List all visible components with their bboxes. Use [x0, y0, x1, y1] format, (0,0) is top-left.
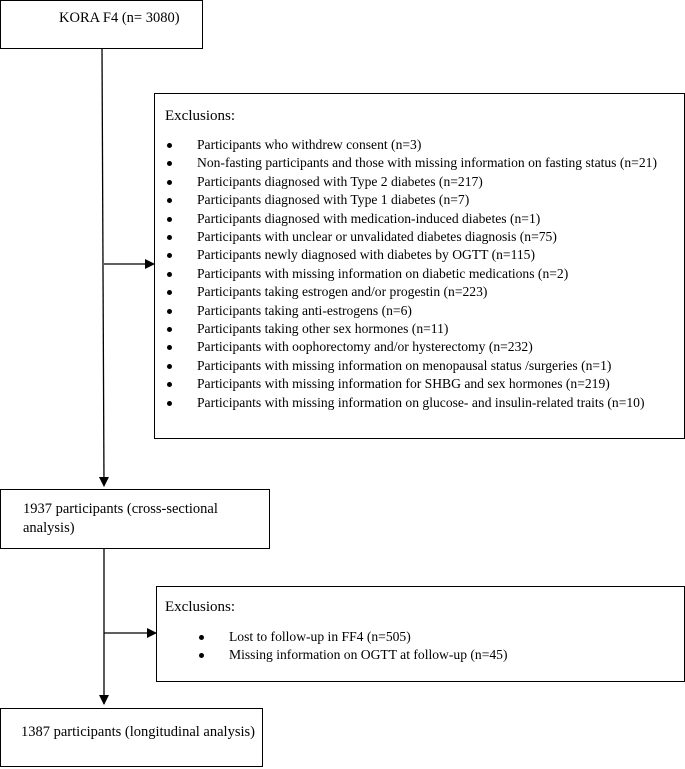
list-item: Participants taking estrogen and/or prog… — [167, 283, 657, 301]
bullet-icon — [167, 216, 172, 222]
bullet-icon — [167, 179, 172, 185]
start-label: KORA F4 (n= 3080) — [59, 10, 180, 26]
bullet-icon — [167, 143, 172, 148]
exclusions-1-title: Exclusions: — [165, 108, 235, 124]
list-item: Participants with missing information on… — [167, 357, 657, 375]
list-item: Participants diagnosed with Type 1 diabe… — [167, 191, 657, 209]
list-item: Participants diagnosed with Type 2 diabe… — [167, 173, 657, 191]
cross-sectional-box: 1937 participants (cross-sectional analy… — [0, 489, 270, 549]
bullet-icon — [167, 161, 172, 167]
list-item: Participants newly diagnosed with diabet… — [167, 246, 657, 264]
list-item: Participants diagnosed with medication-i… — [167, 210, 657, 228]
bullet-icon — [167, 308, 172, 314]
list-item: Participants with missing information on… — [167, 394, 657, 412]
bullet-icon — [167, 382, 172, 388]
list-item: Missing information on OGTT at follow-up… — [199, 646, 508, 664]
bullet-icon — [167, 271, 172, 277]
bullet-icon — [167, 345, 172, 351]
bullet-icon — [167, 253, 172, 259]
exclusions-1-list: Participants who withdrew consent (n=3) … — [167, 136, 657, 412]
list-item: Participants with missing information fo… — [167, 375, 657, 393]
list-item: Participants with unclear or unvalidated… — [167, 228, 657, 246]
bullet-icon — [167, 400, 172, 406]
exclusions-box-2: Exclusions: Lost to follow-up in FF4 (n=… — [156, 586, 685, 682]
bullet-icon — [167, 290, 172, 296]
list-item: Lost to follow-up in FF4 (n=505) — [199, 628, 508, 646]
bullet-icon — [167, 235, 172, 241]
start-box: KORA F4 (n= 3080) — [0, 0, 203, 49]
bullet-icon — [167, 198, 172, 204]
list-item: Participants taking other sex hormones (… — [167, 320, 657, 338]
exclusions-2-title: Exclusions: — [165, 599, 235, 615]
cross-sectional-line-1: 1937 participants (cross-sectional — [23, 501, 218, 517]
bullet-icon — [199, 653, 204, 659]
exclusions-box-1: Exclusions: Participants who withdrew co… — [154, 93, 685, 439]
bullet-icon — [167, 363, 172, 369]
list-item: Participants who withdrew consent (n=3) — [167, 136, 657, 154]
bullet-icon — [167, 327, 172, 333]
longitudinal-box: 1387 participants (longitudinal analysis… — [0, 708, 263, 767]
list-item: Participants with oophorectomy and/or hy… — [167, 338, 657, 356]
arrow-to-cross-sectional — [98, 47, 109, 487]
list-item: Non-fasting participants and those with … — [167, 154, 657, 172]
list-item: Participants taking anti-estrogens (n=6) — [167, 302, 657, 320]
longitudinal-label: 1387 participants (longitudinal analysis… — [21, 724, 255, 740]
bullet-icon — [199, 635, 204, 640]
list-item: Participants with missing information on… — [167, 265, 657, 283]
exclusions-2-list: Lost to follow-up in FF4 (n=505) Missing… — [199, 628, 508, 665]
cross-sectional-line-2: analysis) — [23, 520, 75, 536]
